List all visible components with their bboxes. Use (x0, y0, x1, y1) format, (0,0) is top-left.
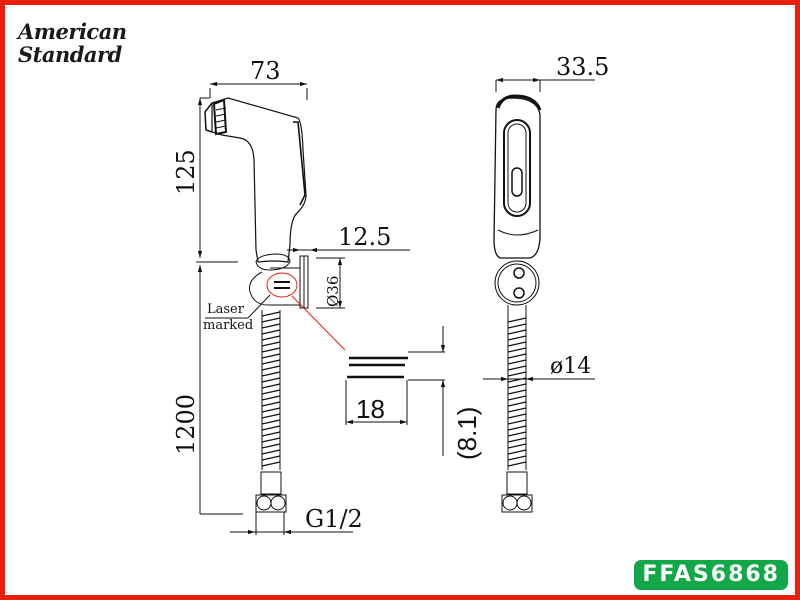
brand-line-2: Standard (18, 42, 122, 67)
dim-hose-diameter: ø14 (550, 354, 591, 379)
dim-logo-width: 18 (356, 394, 385, 424)
model-badge: FFAS6868 (634, 560, 788, 590)
logo-callout-circle (266, 272, 298, 298)
brand-line-1: American (18, 19, 127, 44)
laser-label-line2: marked (203, 318, 253, 333)
hose-front (255, 310, 287, 513)
dim-width-73: 73 (250, 57, 281, 85)
logo-callout-line (291, 295, 346, 351)
laser-label-line1: Laser (207, 302, 245, 317)
dim-hose-length: 1200 (172, 394, 200, 455)
dim-offset-12-5: 12.5 (338, 223, 391, 251)
dim-side-width: 33.5 (556, 53, 609, 81)
dim-thread: G1/2 (305, 505, 363, 533)
dim-holder-diameter: Ø36 (324, 276, 342, 307)
hose-side (501, 305, 533, 513)
brand-logo: American Standard (18, 20, 127, 66)
dim-height-125: 125 (172, 149, 200, 195)
logo-detail (347, 356, 408, 379)
sprayer-head-front-view (493, 94, 542, 306)
dim-logo-height: (8.1) (452, 407, 482, 460)
sprayer-head-side-view (204, 97, 307, 263)
